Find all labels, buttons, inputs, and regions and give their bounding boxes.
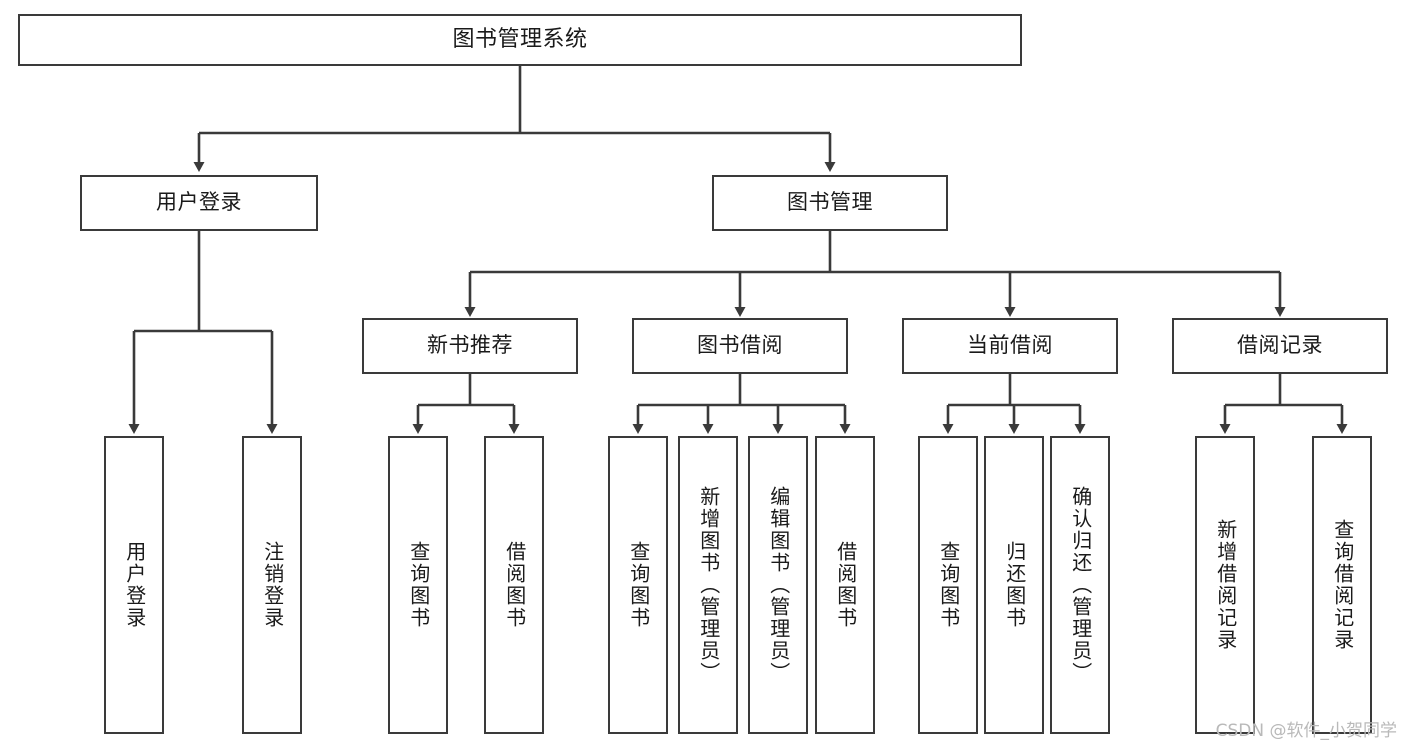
node-current-borrow[interactable]: 当前借阅 xyxy=(902,318,1118,374)
node-label: 图书管理系统 xyxy=(452,26,588,52)
node-label: 借阅图书 xyxy=(502,541,527,629)
node-label: 借阅记录 xyxy=(1237,333,1323,358)
node-label: 用户登录 xyxy=(156,190,242,215)
node-label: 查询借阅记录 xyxy=(1330,519,1355,651)
node-label: 用户登录 xyxy=(122,541,147,629)
node-book-management[interactable]: 图书管理 xyxy=(712,175,948,231)
node-label: 图书借阅 xyxy=(697,333,783,358)
leaf-logout[interactable]: 注销登录 xyxy=(242,436,302,734)
node-new-book-recommend[interactable]: 新书推荐 xyxy=(362,318,578,374)
node-label: 新增借阅记录 xyxy=(1213,519,1238,651)
leaf-borrow-add-book[interactable]: 新增图书（管理员） xyxy=(678,436,738,734)
leaf-current-confirm-return[interactable]: 确认归还（管理员） xyxy=(1050,436,1110,734)
leaf-new-book-query[interactable]: 查询图书 xyxy=(388,436,448,734)
node-label: 新书推荐 xyxy=(427,333,513,358)
node-label: 图书管理 xyxy=(787,190,873,215)
node-label: 查询图书 xyxy=(626,541,651,629)
node-root-system[interactable]: 图书管理系统 xyxy=(18,14,1022,66)
leaf-borrow-edit-book[interactable]: 编辑图书（管理员） xyxy=(748,436,808,734)
node-label: 注销登录 xyxy=(260,541,285,629)
leaf-borrow-query-book[interactable]: 查询图书 xyxy=(608,436,668,734)
node-label: 确认归还（管理员） xyxy=(1068,486,1093,684)
node-user-login[interactable]: 用户登录 xyxy=(80,175,318,231)
leaf-current-query-book[interactable]: 查询图书 xyxy=(918,436,978,734)
leaf-borrow-borrow-book[interactable]: 借阅图书 xyxy=(815,436,875,734)
leaf-user-login[interactable]: 用户登录 xyxy=(104,436,164,734)
leaf-record-add[interactable]: 新增借阅记录 xyxy=(1195,436,1255,734)
node-label: 归还图书 xyxy=(1002,541,1027,629)
watermark-text: CSDN @软件_小贺同学 xyxy=(1215,721,1397,741)
node-label: 借阅图书 xyxy=(833,541,858,629)
node-label: 查询图书 xyxy=(936,541,961,629)
leaf-record-query[interactable]: 查询借阅记录 xyxy=(1312,436,1372,734)
node-label: 编辑图书（管理员） xyxy=(766,486,791,684)
node-book-borrow[interactable]: 图书借阅 xyxy=(632,318,848,374)
leaf-current-return-book[interactable]: 归还图书 xyxy=(984,436,1044,734)
node-label: 当前借阅 xyxy=(967,333,1053,358)
node-label: 新增图书（管理员） xyxy=(696,486,721,684)
leaf-new-book-borrow[interactable]: 借阅图书 xyxy=(484,436,544,734)
node-borrow-record[interactable]: 借阅记录 xyxy=(1172,318,1388,374)
node-label: 查询图书 xyxy=(406,541,431,629)
